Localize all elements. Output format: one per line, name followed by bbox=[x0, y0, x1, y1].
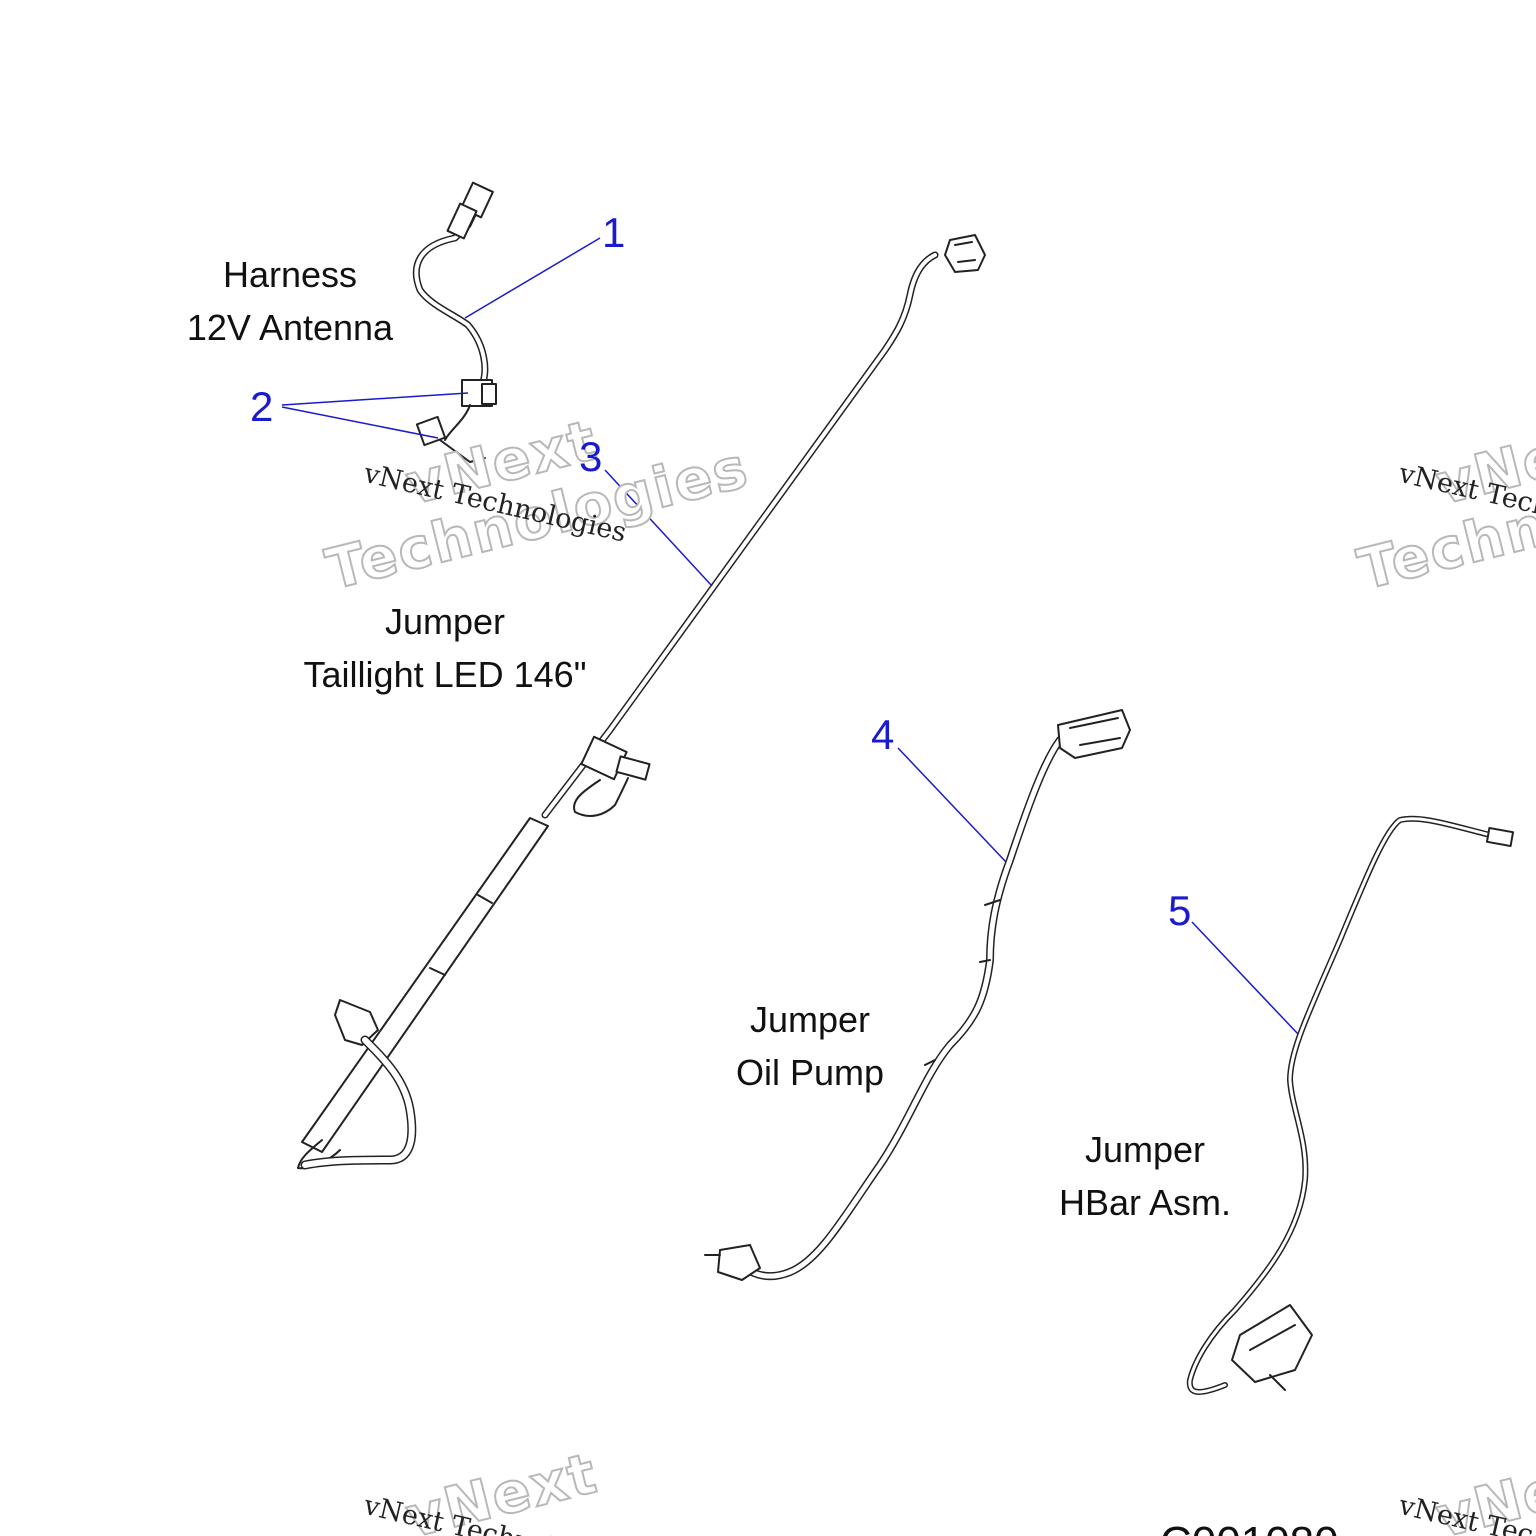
part-5-name-line1: Jumper bbox=[1084, 1129, 1206, 1170]
leader-line-2b bbox=[281, 406, 439, 439]
part-3-name-line2: Taillight LED 146" bbox=[303, 654, 587, 695]
hbar-jumper-drawing bbox=[1186, 815, 1515, 1395]
leader-line-5 bbox=[1191, 921, 1299, 1035]
figure-number: C001080 bbox=[1160, 1518, 1339, 1536]
oil-pump-jumper-drawing bbox=[704, 709, 1131, 1281]
callout-1: 1 bbox=[602, 209, 626, 256]
leader-line-3 bbox=[604, 469, 713, 587]
callout-2: 2 bbox=[250, 383, 274, 430]
part-5-label: Jumper HBar Asm. bbox=[1040, 1123, 1250, 1229]
part-3-name-line1: Jumper bbox=[384, 601, 506, 642]
part-4-label: Jumper Oil Pump bbox=[710, 993, 910, 1099]
leader-line-2a bbox=[281, 392, 469, 406]
part-1-name-line1: Harness bbox=[222, 254, 358, 295]
part-3-label: Jumper Taillight LED 146" bbox=[280, 595, 610, 701]
leader-line-4 bbox=[897, 747, 1007, 863]
callout-4: 4 bbox=[871, 711, 895, 758]
leader-line-1 bbox=[464, 237, 601, 319]
part-1-label: Harness 12V Antenna bbox=[160, 248, 420, 354]
antenna-harness-drawing bbox=[412, 181, 497, 463]
part-1-name-line2: 12V Antenna bbox=[186, 307, 394, 348]
part-4-name-line2: Oil Pump bbox=[735, 1052, 885, 1093]
taillight-jumper-drawing bbox=[297, 234, 986, 1170]
callout-5: 5 bbox=[1168, 887, 1192, 934]
callout-3: 3 bbox=[579, 433, 603, 480]
part-4-name-line1: Jumper bbox=[749, 999, 871, 1040]
part-5-name-line2: HBar Asm. bbox=[1058, 1182, 1232, 1223]
